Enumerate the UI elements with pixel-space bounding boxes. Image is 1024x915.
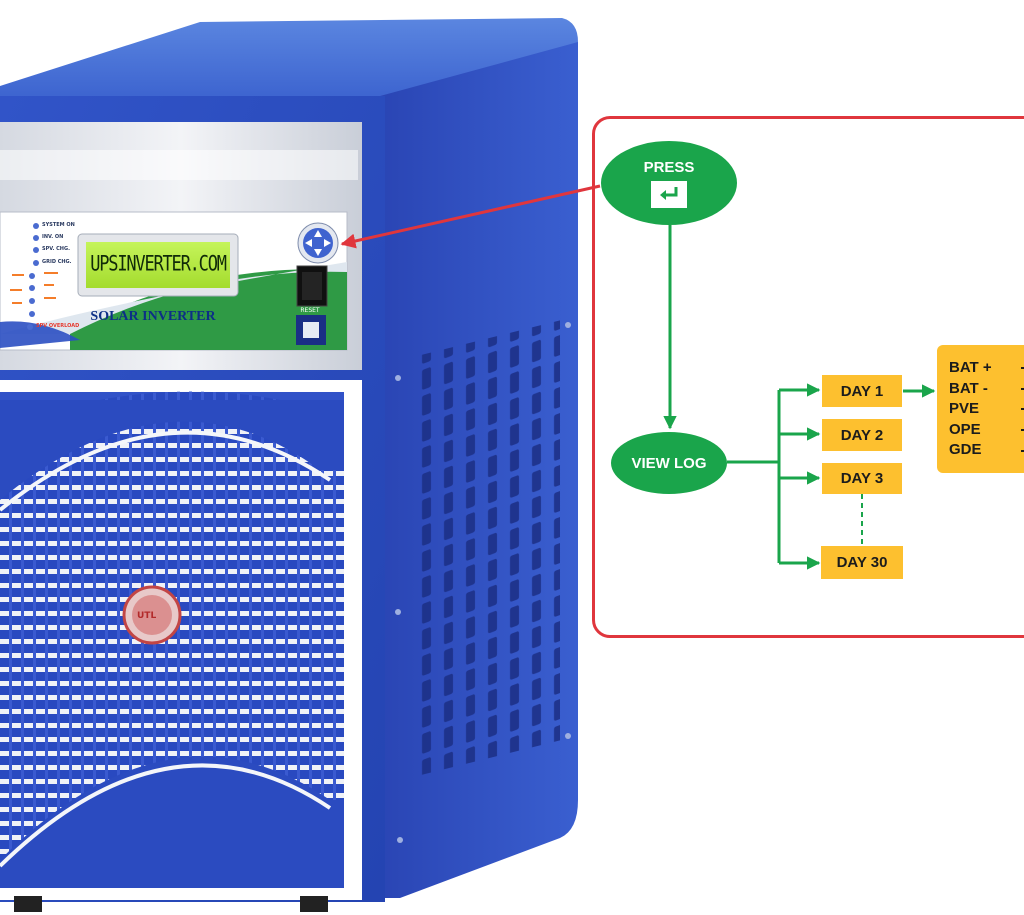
led-label-spv-chg: SPV. CHG. [42,246,70,252]
log-entry-pve: PVE [949,400,980,417]
press-label: PRESS [643,158,695,176]
led-label-inv-on: INV. ON [42,234,64,240]
log-entry-bat-minus: BAT - [949,379,988,397]
log-dash [1021,408,1024,410]
press-node: PRESS [601,141,737,225]
day-3-box: DAY 3 [822,463,902,494]
view-log-node: VIEW LOG [611,432,727,494]
view-log-label: VIEW LOG [631,454,707,472]
log-dash [1021,450,1024,452]
log-entries-box: BAT + BAT - PVE OPE GDE [937,345,1024,473]
log-entry-ope: OPE [949,420,981,438]
day-1-box: DAY 1 [822,375,902,407]
led-label-spv-overload: SPV OVERLOAD [36,323,80,329]
reset-label: RESET [300,307,320,314]
log-entry-bat-plus: BAT + [949,359,992,376]
log-dash [1021,367,1024,369]
day-2-box: DAY 2 [822,419,902,451]
log-dash [1021,429,1024,431]
led-label-system-on: SYSTEM ON [42,222,75,228]
log-dash [1021,388,1024,390]
enter-key-icon [651,180,687,208]
brand-logo: UTL [137,611,157,621]
solar-inverter-label: SOLAR INVERTER [90,309,216,324]
log-entry-gde: GDE [949,441,982,458]
led-label-grid-chg: GRID CHG. [42,259,72,265]
day-30-box: DAY 30 [821,546,903,579]
lcd-display-text: UPSINVERTER.COM [90,251,227,277]
